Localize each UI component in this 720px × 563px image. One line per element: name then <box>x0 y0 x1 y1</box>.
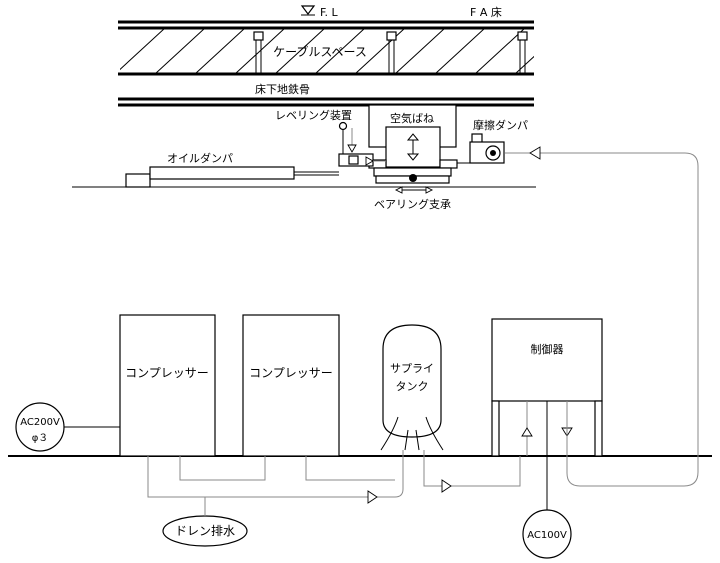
leveling-device-label: レベリング装置 <box>275 108 352 122</box>
supply-tank <box>380 324 444 451</box>
cable-space-hatching <box>120 27 534 74</box>
friction-damper-label: 摩擦ダンパ <box>473 118 528 132</box>
fa-floor-label: F A 床 <box>470 5 502 19</box>
bearing-support-label: ベアリング支承 <box>374 197 451 211</box>
cable-space-label: ケーブルスペース <box>273 44 367 59</box>
compressor-2 <box>242 314 340 457</box>
fl-label: F. L <box>320 6 339 19</box>
leveling-device <box>338 121 386 167</box>
ac100v-source <box>522 401 572 559</box>
friction-damper <box>457 133 505 164</box>
compressor-1 <box>119 314 216 457</box>
compressor-2-label: コンプレッサー <box>249 366 333 380</box>
bearing-support <box>373 167 452 194</box>
ac100v-label: AC100V <box>527 530 567 541</box>
supply-tank-label-line1: サプライ <box>390 362 434 375</box>
oil-damper-label: オイルダンパ <box>167 151 233 165</box>
controller <box>491 318 603 457</box>
controller-label: 制御器 <box>531 342 564 356</box>
compressor-1-label: コンプレッサー <box>125 366 209 380</box>
ac200v-source <box>15 402 120 452</box>
air-piping <box>147 146 699 504</box>
underfloor-steel-frame <box>118 97 534 107</box>
fa-floor-slab <box>118 20 534 76</box>
drain-label: ドレン排水 <box>175 524 235 538</box>
air-spring-unit <box>368 104 458 169</box>
supply-tank-label-line2: タンク <box>396 380 429 393</box>
ac200v-label-line2: φ３ <box>32 433 49 444</box>
underfloor-steel-label: 床下地鉄骨 <box>255 82 310 96</box>
oil-damper <box>125 166 339 188</box>
floor-pedestals <box>253 31 528 74</box>
ac200v-label-line1: AC200V <box>20 417 60 428</box>
floor-level-triangle <box>300 5 316 15</box>
air-spring-label: 空気ばね <box>390 111 434 125</box>
drain-discharge <box>162 497 248 547</box>
